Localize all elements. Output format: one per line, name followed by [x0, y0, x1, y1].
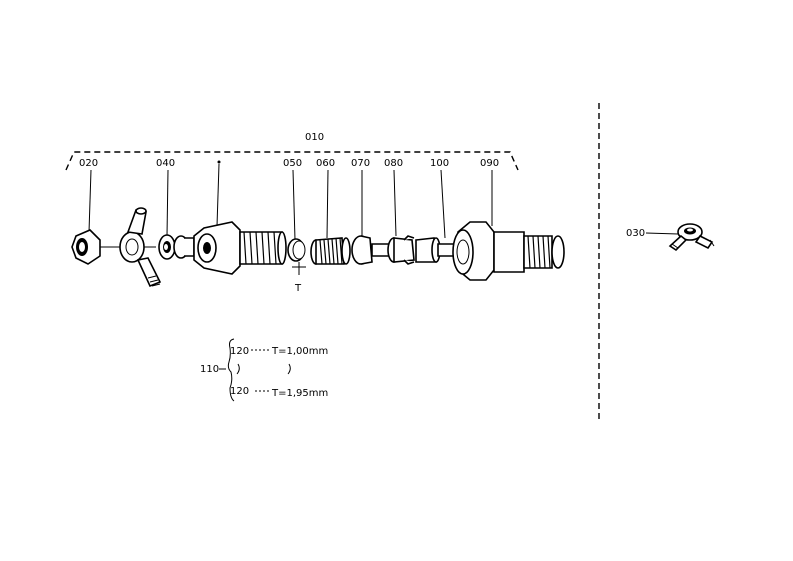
- part-040-washer: [158, 234, 195, 260]
- part-050-shim: T: [287, 238, 306, 294]
- label-070: 070: [351, 158, 370, 169]
- shim2-part: 120: [230, 386, 249, 397]
- part-nozzle-holder-body: [193, 221, 287, 275]
- label-030: 030: [626, 228, 645, 239]
- label-100: 100: [430, 158, 449, 169]
- label-080: 080: [384, 158, 403, 169]
- part-080-intermediate: [387, 235, 415, 265]
- shim1-spec: T=1,00mm: [271, 346, 328, 357]
- label-060: 060: [316, 158, 335, 169]
- label-010: 010: [305, 132, 324, 143]
- part-030-banjo-fitting: [668, 223, 715, 252]
- part-060-spring: [310, 237, 351, 265]
- label-050: 050: [283, 158, 302, 169]
- shim2-spec: T=1,95mm: [271, 388, 328, 399]
- label-090: 090: [480, 158, 499, 169]
- part-020-hex-nut: [71, 229, 101, 265]
- part-banjo-fitting: [119, 207, 162, 288]
- shim-chart-110: 110 120 T=1,00mm 120 T=1,95mm: [200, 338, 328, 402]
- label-t-marker: T: [294, 283, 302, 294]
- label-110: 110: [200, 364, 219, 375]
- shim1-part: 120: [230, 346, 249, 357]
- label-020: 020: [79, 158, 98, 169]
- part-070-spacer: [351, 235, 393, 265]
- part-labels: 020 040 050 060 070 080 100 090 030: [79, 158, 645, 239]
- part-090-retaining-nut: [452, 221, 565, 281]
- label-040: 040: [156, 158, 175, 169]
- leader-lines: [88, 160, 679, 241]
- assembly-bracket-010: 010: [65, 132, 519, 171]
